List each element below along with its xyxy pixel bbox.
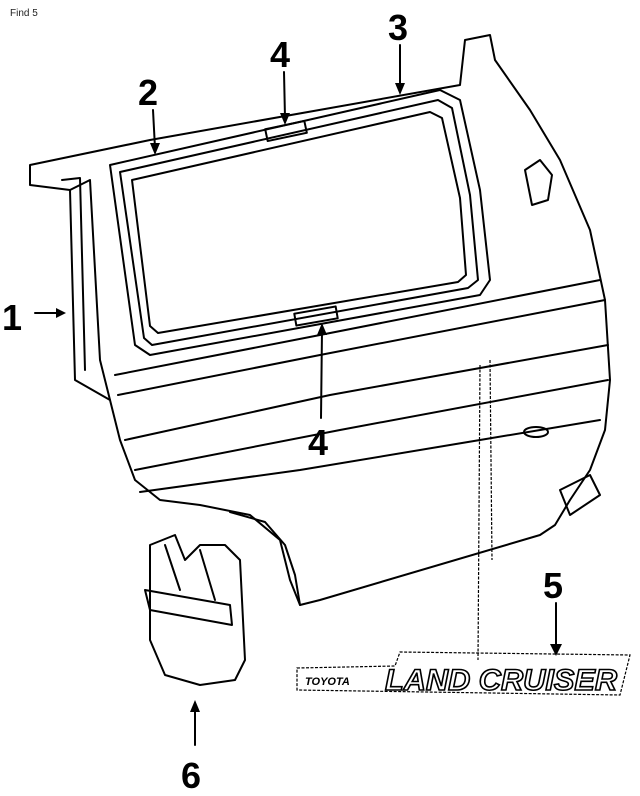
window-clip-lower[interactable] [293,305,339,327]
mud-flap[interactable] [144,534,246,686]
page-title: Find 5 [10,8,38,19]
window-glass[interactable] [109,89,491,356]
callout-3: 3 [388,7,408,48]
callout-1: 1 [2,297,22,338]
emblem-small-text: TOYOTA [305,676,350,688]
leader-lines [34,44,562,746]
emblem[interactable]: TOYOTA LAND CRUISER [296,651,631,698]
callout-2: 2 [138,72,158,113]
callout-4-lower: 4 [308,422,328,463]
quarter-panel[interactable] [29,34,611,606]
callout-5: 5 [543,565,563,606]
window-clip-upper[interactable] [264,119,308,143]
emblem-large-text: LAND CRUISER [385,664,617,697]
callout-6: 6 [181,755,201,796]
callout-4-upper: 4 [270,34,290,75]
